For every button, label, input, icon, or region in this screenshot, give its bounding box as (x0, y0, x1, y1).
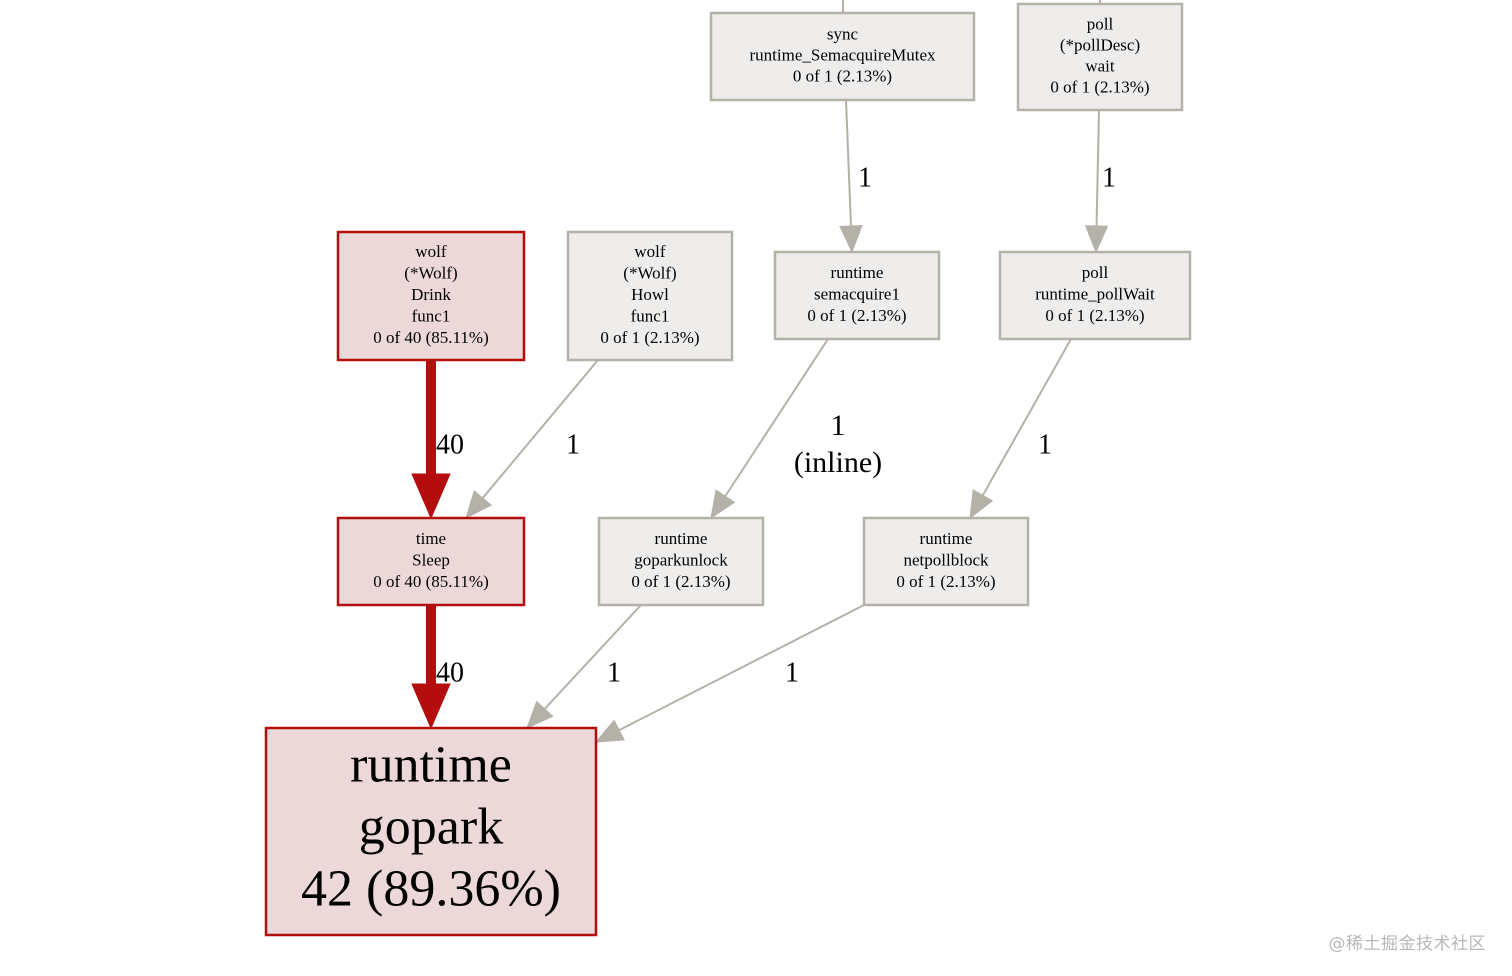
edge-label: 1 (785, 657, 799, 688)
node-label-line: runtime_SemacquireMutex (749, 45, 936, 64)
node-label-line: runtime (920, 529, 973, 548)
node-label-line: wolf (415, 242, 447, 261)
node-label-line: 0 of 1 (2.13%) (793, 66, 892, 85)
node-box (597, 516, 765, 607)
nodes-layer: sync runtime_SemacquireMutex 0 of 1 (2.13%… (264, 2, 1192, 937)
edge-wolf-drink-to-time-sleep: 40 (411, 360, 464, 520)
node-label-line: 0 of 1 (2.13%) (631, 572, 730, 591)
edge-label: 40 (436, 429, 464, 460)
node-sync-runtime-semacquiremutex[interactable]: sync runtime_SemacquireMutex 0 of 1 (2.13%… (709, 11, 976, 102)
node-label-line: poll (1087, 14, 1114, 33)
node-label-line: runtime_pollWait (1035, 284, 1155, 303)
edge-arrowhead (411, 683, 451, 730)
edge-arrowhead (1084, 225, 1109, 254)
edge-label: 1 (1102, 162, 1116, 193)
node-label-line: func1 (412, 306, 451, 325)
edge-arrowhead (465, 490, 493, 519)
node-runtime-goparkunlock[interactable]: runtime goparkunlock 0 of 1 (2.13%) (597, 516, 765, 607)
node-runtime-netpollblock[interactable]: runtime netpollblock 0 of 1 (2.13%) (862, 516, 1030, 607)
watermark-text: @稀土掘金技术社区 (1328, 934, 1486, 954)
node-box (336, 230, 526, 362)
node-label-line: gopark (359, 798, 503, 855)
edge-label: 1 (1038, 429, 1052, 460)
node-label-line: netpollblock (904, 550, 989, 569)
edge-runtime-semacquire1-to-runtime-goparkunlock: 1 (inline) (710, 338, 882, 520)
node-label-line: (*Wolf) (623, 263, 676, 282)
node-box (264, 726, 598, 937)
edge-time-sleep-to-runtime-gopark: 40 (411, 605, 464, 730)
node-wolf-howl-func1[interactable]: wolf (*Wolf) Howl func1 0 of 1 (2.13%) (566, 230, 734, 362)
node-box (336, 516, 526, 607)
node-label-line: 0 of 1 (2.13%) (896, 572, 995, 591)
edge-label: 40 (436, 657, 464, 688)
node-label-line: Sleep (412, 550, 450, 569)
node-label-line: 0 of 1 (2.13%) (1050, 77, 1149, 96)
node-label-line: Drink (411, 285, 451, 304)
edge-line (845, 99, 852, 227)
node-label-line: wait (1085, 56, 1115, 75)
node-label-line: time (416, 529, 446, 548)
edge-line (618, 604, 865, 732)
edge-poll-desc-wait-to-poll-runtime-pollwait: 1 (1084, 109, 1116, 254)
node-label-line: 42 (89.36%) (301, 860, 561, 917)
edge-label: 1 (607, 657, 621, 688)
edge-runtime-netpollblock-to-runtime-gopark: 1 (594, 604, 865, 743)
node-label-line: wolf (634, 242, 666, 261)
edge-label: (inline) (794, 446, 882, 479)
node-box (862, 516, 1030, 607)
node-label-line: (*pollDesc) (1060, 35, 1140, 54)
node-label-line: runtime (831, 263, 884, 282)
node-label-line: 0 of 1 (2.13%) (600, 328, 699, 347)
edge-arrowhead (969, 489, 994, 520)
edge-arrowhead (411, 473, 451, 520)
edge-poll-runtime-pollwait-to-runtime-netpollblock: 1 (969, 338, 1072, 520)
node-label-line: runtime (350, 736, 512, 793)
edge-runtime-goparkunlock-to-runtime-gopark: 1 (526, 604, 642, 729)
node-box (566, 230, 734, 362)
edge-line (1095, 109, 1100, 227)
node-label-line: 0 of 1 (2.13%) (1045, 306, 1144, 325)
node-label-line: goparkunlock (634, 550, 728, 569)
node-label-line: semacquire1 (814, 284, 900, 303)
node-box (998, 250, 1192, 341)
edges-layer: 1 1 40 1 1 (inline) 1 40 1 1 (411, 0, 1116, 743)
edge-arrowhead (526, 700, 554, 729)
node-wolf-drink-func1[interactable]: wolf (*Wolf) Drink func1 0 of 40 (85.11%) (336, 230, 526, 362)
node-box (773, 250, 941, 341)
node-label-line: 0 of 40 (85.11%) (373, 328, 489, 347)
node-label-line: runtime (655, 529, 708, 548)
edge-line (543, 604, 642, 710)
node-poll-polldesc-wait[interactable]: poll (*pollDesc) wait 0 of 1 (2.13%) (1016, 2, 1184, 112)
node-box (709, 11, 976, 102)
edge-sync-semacquire-mutex-to-runtime-semacquire1: 1 (839, 99, 872, 254)
edge-wolf-howl-to-time-sleep: 1 (465, 359, 599, 519)
edge-label: 1 (566, 429, 580, 460)
node-label-line: sync (827, 24, 859, 43)
node-poll-runtime-pollwait[interactable]: poll runtime_pollWait 0 of 1 (2.13%) (998, 250, 1192, 341)
edge-label: 1 (858, 162, 872, 193)
edge-arrowhead (839, 225, 863, 254)
edge-line (981, 338, 1072, 496)
node-label-line: Howl (631, 285, 669, 304)
node-label-line: func1 (631, 306, 670, 325)
edge-arrowhead (710, 489, 736, 520)
edge-label: 1 (831, 409, 846, 442)
node-runtime-semacquire1[interactable]: runtime semacquire1 0 of 1 (2.13%) (773, 250, 941, 341)
edge-arrowhead (594, 719, 625, 743)
node-box (1016, 2, 1184, 112)
node-label-line: 0 of 40 (85.11%) (373, 572, 489, 591)
node-label-line: poll (1082, 263, 1109, 282)
node-label-line: (*Wolf) (404, 263, 457, 282)
edge-line (481, 359, 599, 499)
edge-line (724, 338, 829, 497)
node-label-line: 0 of 1 (2.13%) (807, 306, 906, 325)
